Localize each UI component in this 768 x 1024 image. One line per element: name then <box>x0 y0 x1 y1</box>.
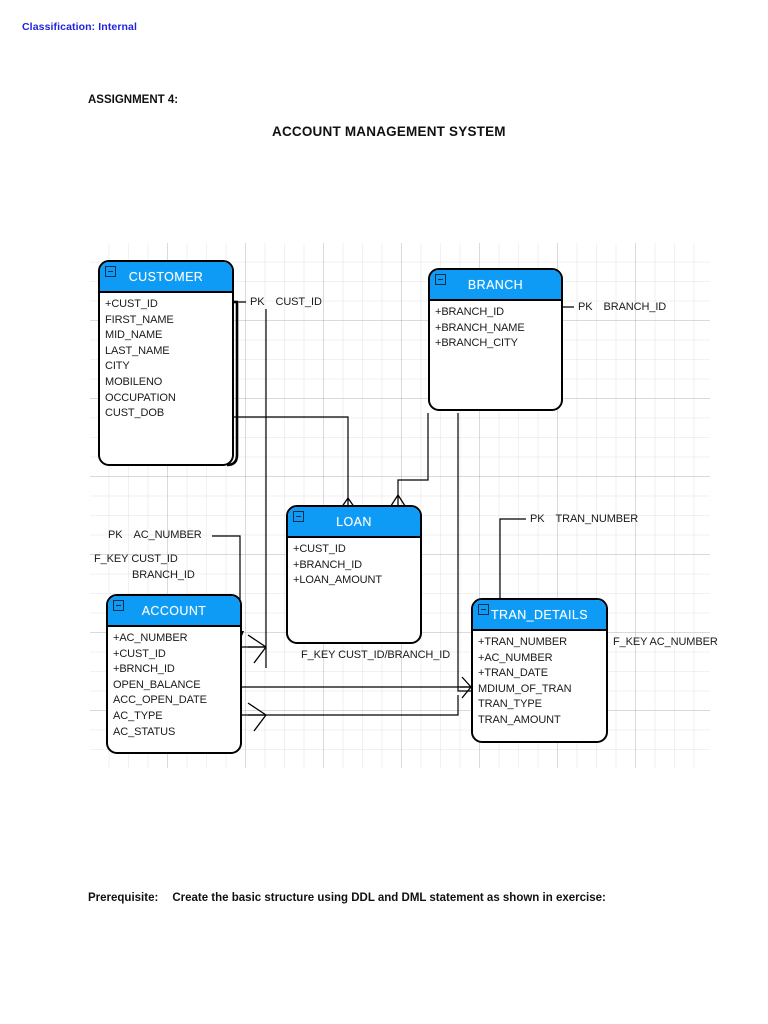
annotation-key: PK <box>530 513 545 525</box>
annotation-key: PK <box>250 296 265 308</box>
annotation-value: F_KEY CUST_ID/BRANCH_ID <box>301 649 451 661</box>
entity-branch-header: BRANCH <box>430 270 561 301</box>
attribute-row: +TRAN_DATE <box>478 667 549 680</box>
entity-customer-title: CUSTOMER <box>128 269 204 284</box>
entity-account-header: ACCOUNT <box>108 596 240 627</box>
collapse-minus-icon[interactable] <box>435 274 446 285</box>
annotation-key: PK <box>578 301 593 313</box>
collapse-minus-icon[interactable] <box>293 511 304 522</box>
er-diagram: CUSTOMER +CUST_ID FIRST_NAME MID_NAME LA… <box>90 243 718 768</box>
crowsfoot-tran-left <box>460 676 472 699</box>
entity-account-title: ACCOUNT <box>141 603 207 618</box>
entity-customer-header: CUSTOMER <box>100 262 232 293</box>
collapse-minus-icon[interactable] <box>105 266 116 277</box>
prerequisite-text: Create the basic structure using DDL and… <box>172 892 606 904</box>
entity-branch[interactable]: BRANCH +BRANCH_ID +BRANCH_NAME +BRANCH_C… <box>428 268 563 411</box>
attribute-row: +BRANCH_NAME <box>435 321 525 334</box>
annotation-value: AC_NUMBER <box>133 529 202 541</box>
entity-loan[interactable]: LOAN +CUST_ID +BRANCH_ID +LOAN_AMOUNT <box>286 505 422 644</box>
entity-tran-details-attributes: +TRAN_NUMBER +AC_NUMBER +TRAN_DATE MDIUM… <box>473 631 606 729</box>
annotation-fkey-account-2: BRANCH_ID <box>132 569 195 581</box>
attribute-row: MID_NAME <box>105 329 163 342</box>
annotation-value: BRANCH_ID <box>603 301 667 313</box>
collapse-minus-icon[interactable] <box>478 604 489 615</box>
attribute-row: TRAN_TYPE <box>478 698 542 711</box>
connector-branch-tran <box>457 413 471 692</box>
connector-customer-loan <box>230 416 349 498</box>
classification-banner: Classification: Internal <box>22 21 138 33</box>
attribute-row: FIRST_NAME <box>105 313 174 326</box>
entity-customer[interactable]: CUSTOMER +CUST_ID FIRST_NAME MID_NAME LA… <box>98 260 234 466</box>
attribute-row: AC_TYPE <box>113 709 163 722</box>
attribute-row: +CUST_ID <box>113 647 166 660</box>
attribute-row: +BRANCH_CITY <box>435 337 518 350</box>
attribute-row: +TRAN_NUMBER <box>478 636 567 648</box>
annotation-pk-trannumber: PK TRAN_NUMBER <box>530 513 638 525</box>
annotation-fkey-tran: F_KEY AC_NUMBER <box>613 636 718 648</box>
entity-loan-header: LOAN <box>288 507 420 538</box>
annotation-pk-acnumber: PK AC_NUMBER <box>108 529 202 541</box>
annotation-pk-cust: PK CUST_ID <box>250 296 322 308</box>
attribute-row: LAST_NAME <box>105 344 170 357</box>
entity-tran-details-header: TRAN_DETAILS <box>473 600 606 631</box>
assignment-label: ASSIGNMENT 4: <box>88 94 179 106</box>
attribute-row: +AC_NUMBER <box>478 651 553 664</box>
attribute-row: +BRNCH_ID <box>113 663 175 676</box>
prerequisite-label: Prerequisite: <box>88 892 159 904</box>
crowsfoot-account-1 <box>247 634 267 664</box>
attribute-row: +CUST_ID <box>105 298 158 310</box>
connector-customer-bottom-bracket <box>226 303 239 467</box>
entity-customer-attributes: +CUST_ID FIRST_NAME MID_NAME LAST_NAME C… <box>100 293 232 422</box>
annotation-value: CUST_ID <box>131 553 178 565</box>
attribute-row: MOBILENO <box>105 375 163 388</box>
annotation-key: PK <box>108 529 123 541</box>
attribute-row: AC_STATUS <box>113 725 176 738</box>
attribute-row: CITY <box>105 360 130 373</box>
entity-account-attributes: +AC_NUMBER +CUST_ID +BRNCH_ID OPEN_BALAN… <box>108 627 240 740</box>
prerequisite-note: Prerequisite: Create the basic structure … <box>88 892 606 904</box>
annotation-value: BRANCH_ID <box>132 569 195 581</box>
annotation-value: F_KEY AC_NUMBER <box>613 636 718 648</box>
annotation-key: F_KEY <box>94 553 129 565</box>
attribute-row: +AC_NUMBER <box>113 632 188 644</box>
crowsfoot-account-2 <box>247 702 267 732</box>
attribute-row: +BRANCH_ID <box>293 558 362 571</box>
attribute-row: +CUST_ID <box>293 543 346 555</box>
attribute-row: TRAN_AMOUNT <box>478 713 561 726</box>
attribute-row: OCCUPATION <box>105 391 176 404</box>
connector-pk-account <box>212 535 241 606</box>
entity-tran-details[interactable]: TRAN_DETAILS +TRAN_NUMBER +AC_NUMBER +TR… <box>471 598 608 743</box>
attribute-row: +BRANCH_ID <box>435 306 504 318</box>
entity-tran-details-title: TRAN_DETAILS <box>491 607 588 622</box>
annotation-value: TRAN_NUMBER <box>555 513 639 525</box>
connector-branch-loan <box>397 413 429 495</box>
attribute-row: ACC_OPEN_DATE <box>113 694 207 707</box>
attribute-row: OPEN_BALANCE <box>113 678 201 691</box>
annotation-value: CUST_ID <box>275 296 322 308</box>
attribute-row: +LOAN_AMOUNT <box>293 574 382 587</box>
entity-branch-attributes: +BRANCH_ID +BRANCH_NAME +BRANCH_CITY <box>430 301 561 352</box>
collapse-minus-icon[interactable] <box>113 600 124 611</box>
annotation-fkey-account-1: F_KEY CUST_ID <box>94 553 178 565</box>
entity-loan-title: LOAN <box>336 514 372 529</box>
connector-pk-tran <box>499 518 526 601</box>
annotation-fkey-loan: F_KEY CUST_ID/BRANCH_ID <box>301 649 450 661</box>
entity-loan-attributes: +CUST_ID +BRANCH_ID +LOAN_AMOUNT <box>288 538 420 589</box>
annotation-pk-branch: PK BRANCH_ID <box>578 301 666 313</box>
entity-branch-title: BRANCH <box>467 277 524 292</box>
page-title: ACCOUNT MANAGEMENT SYSTEM <box>272 124 506 139</box>
entity-account[interactable]: ACCOUNT +AC_NUMBER +CUST_ID +BRNCH_ID OP… <box>106 594 242 754</box>
attribute-row: MDIUM_OF_TRAN <box>478 682 572 695</box>
attribute-row: CUST_DOB <box>105 407 165 420</box>
connector-account-tran-2 <box>266 695 459 716</box>
